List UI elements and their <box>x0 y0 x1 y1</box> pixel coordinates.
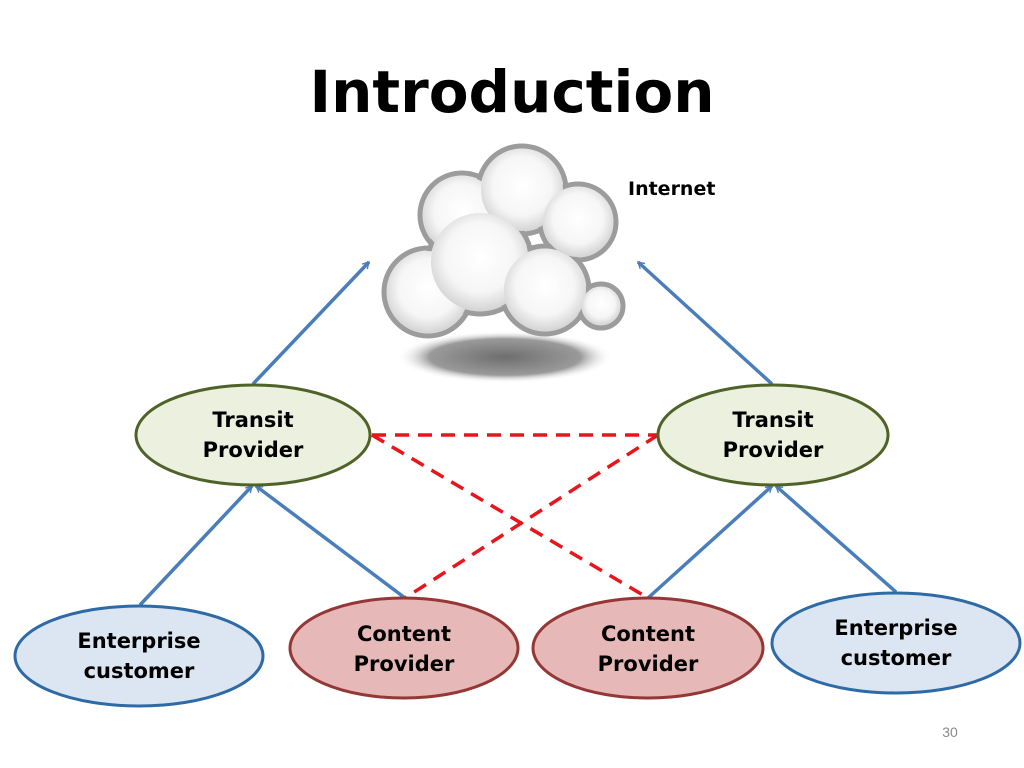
transit-provider-left-node <box>134 383 372 487</box>
cloud-icon <box>381 143 626 383</box>
slide-title: Introduction <box>309 58 715 126</box>
enterprise-customer-right-node <box>770 591 1022 695</box>
label-line: Provider <box>597 652 699 676</box>
arrow-transit-right-to-internet <box>636 260 774 386</box>
arrow-content-right-to-transit <box>646 484 774 600</box>
label-line: Provider <box>202 438 304 462</box>
label-line: Enterprise <box>77 629 201 653</box>
content-provider-left-label: Content Provider <box>304 619 504 679</box>
arrow-content-left-to-transit <box>254 484 407 600</box>
transit-provider-right-node <box>656 383 890 487</box>
provider-arrows <box>138 260 898 607</box>
label-line: Transit <box>212 408 294 432</box>
label-line: customer <box>840 646 952 670</box>
label-line: Provider <box>722 438 824 462</box>
arrow-enterprise-left-to-transit <box>138 484 254 607</box>
peering-links <box>371 433 659 600</box>
enterprise-customer-left-label: Enterprise customer <box>39 626 239 686</box>
label-line: Content <box>600 622 696 646</box>
peering-line-transit-right-content-left <box>404 433 659 600</box>
arrow-transit-left-to-internet <box>251 260 371 386</box>
enterprise-customer-left-node <box>13 604 265 708</box>
enterprise-customer-right-label: Enterprise customer <box>796 613 996 673</box>
arrow-enterprise-right-to-transit <box>774 484 898 594</box>
content-provider-right-label: Content Provider <box>548 619 748 679</box>
label-line: customer <box>83 659 195 683</box>
transit-provider-left-label: Transit Provider <box>153 405 353 465</box>
label-line: Provider <box>353 652 455 676</box>
content-provider-left-node <box>288 596 520 700</box>
label-line: Content <box>356 622 452 646</box>
internet-label: Internet <box>628 178 716 200</box>
peering-line-transit-left-content-right <box>371 433 649 600</box>
page-number: 30 <box>942 724 958 740</box>
content-provider-right-node <box>531 596 765 700</box>
transit-provider-right-label: Transit Provider <box>673 405 873 465</box>
label-line: Enterprise <box>834 616 958 640</box>
label-line: Transit <box>732 408 814 432</box>
